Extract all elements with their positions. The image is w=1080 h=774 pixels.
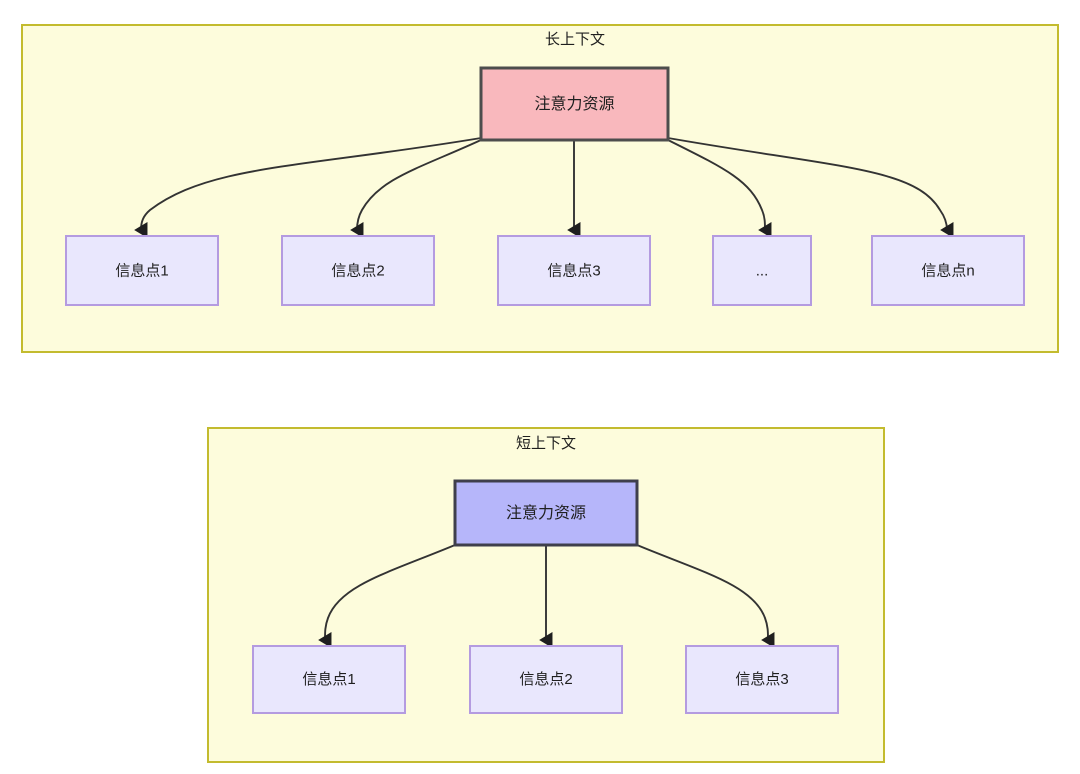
node-info-3-long-rect[interactable] <box>497 235 651 306</box>
node-root-long-context-label: 注意力资源 <box>534 94 614 113</box>
node-info-1-short[interactable]: 信息点1 <box>252 645 406 714</box>
edge-root-to-info-1 <box>134 137 482 238</box>
node-info-2-short-label: 信息点2 <box>519 671 572 688</box>
node-info-2-long-label: 信息点2 <box>331 262 384 279</box>
node-info-3-long-label: 信息点3 <box>547 262 600 279</box>
node-root-long-context[interactable]: 注意力资源 <box>479 66 670 142</box>
node-info-n-long-rect[interactable] <box>871 235 1025 306</box>
node-info-1-long-label: 信息点1 <box>115 262 168 279</box>
edge-root-to-info-ellipsis <box>667 139 772 238</box>
container-title-long-context: 长上下文 <box>545 31 605 48</box>
edge-root-to-info-2 <box>350 139 482 238</box>
edges-long-context <box>134 137 954 238</box>
node-info-3-short[interactable]: 信息点3 <box>685 645 839 714</box>
group-long-context: 长上下文 注意力资源 信息点1 信息点2 信息点3 <box>21 24 1059 353</box>
edges-short-context <box>318 544 775 648</box>
node-info-1-short-rect[interactable] <box>252 645 406 714</box>
node-info-n-long[interactable]: 信息点n <box>871 235 1025 306</box>
node-info-1-short-label: 信息点1 <box>302 671 355 688</box>
node-info-ellipsis-long[interactable]: ... <box>712 235 812 306</box>
node-root-long-context-rect[interactable] <box>479 66 670 142</box>
node-root-short-context-rect[interactable] <box>453 479 639 547</box>
node-info-3-short-label: 信息点3 <box>735 671 788 688</box>
node-info-ellipsis-long-rect[interactable] <box>712 235 812 306</box>
edge-root-to-info-1-short <box>318 544 456 648</box>
node-info-1-long-rect[interactable] <box>65 235 219 306</box>
group-short-context: 短上下文 注意力资源 信息点1 信息点2 信息点3 <box>207 427 885 763</box>
node-info-3-short-rect[interactable] <box>685 645 839 714</box>
node-info-1-long[interactable]: 信息点1 <box>65 235 219 306</box>
container-title-short-context: 短上下文 <box>516 435 576 452</box>
edge-root-to-info-n <box>667 137 954 238</box>
node-info-ellipsis-long-label: ... <box>756 262 769 279</box>
node-root-short-context[interactable]: 注意力资源 <box>453 479 639 547</box>
node-info-2-long[interactable]: 信息点2 <box>281 235 435 306</box>
node-root-short-context-label: 注意力资源 <box>506 503 586 522</box>
node-info-n-long-label: 信息点n <box>921 262 974 279</box>
node-info-2-long-rect[interactable] <box>281 235 435 306</box>
node-info-2-short-rect[interactable] <box>469 645 623 714</box>
edge-root-to-info-3-short <box>636 544 775 648</box>
node-info-2-short[interactable]: 信息点2 <box>469 645 623 714</box>
node-info-3-long[interactable]: 信息点3 <box>497 235 651 306</box>
